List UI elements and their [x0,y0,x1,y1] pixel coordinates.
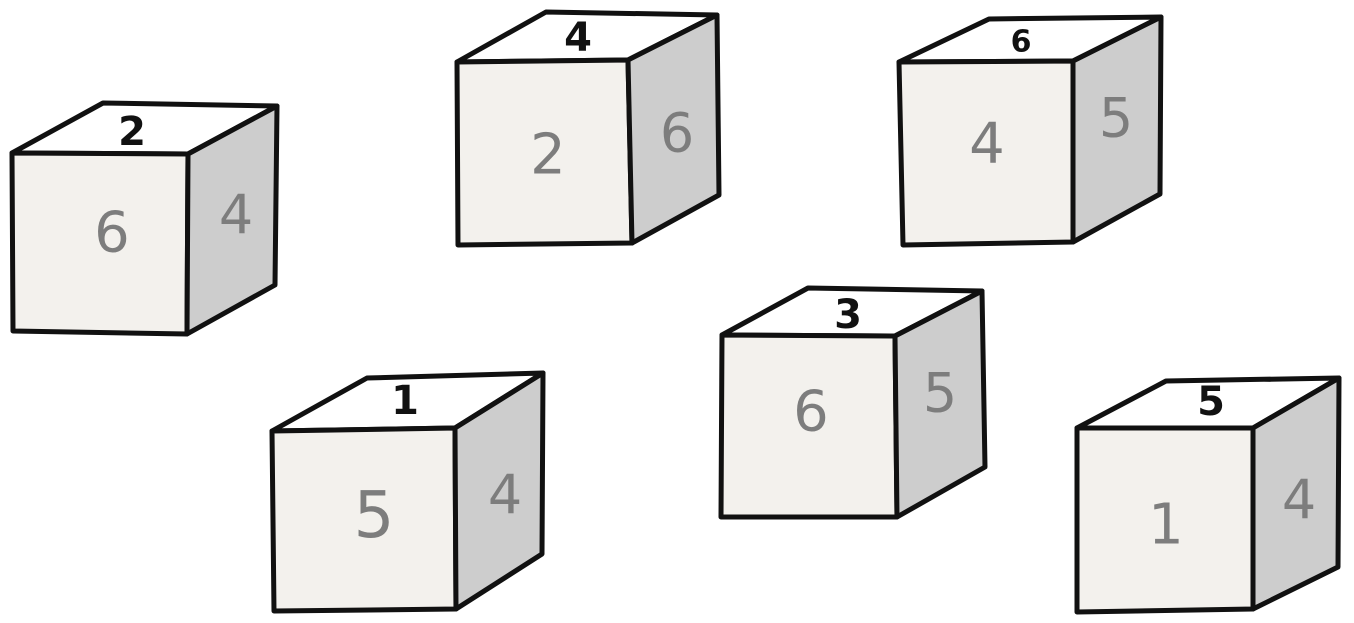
die-1-side-number: 4 [219,184,253,247]
die-4-top-number: 1 [391,378,419,424]
die-3-front-number: 4 [969,112,1005,177]
die-5-side-number: 5 [923,362,957,425]
die-6-front-number: 1 [1148,493,1184,558]
die-2-side-face [625,12,722,246]
die-2-top-number: 4 [564,15,592,61]
die-5-front-number: 6 [793,380,829,445]
die-3: 6 4 5 [896,14,1164,248]
die-1-top-number: 2 [118,109,146,155]
die-1-side-face [184,103,280,337]
die-5-top-number: 3 [834,292,862,338]
die-4-front-number: 5 [354,479,395,553]
die-3-side-number: 5 [1099,87,1133,150]
die-1-front-number: 6 [94,201,130,266]
die-2: 4 2 6 [454,9,722,248]
die-2-side-number: 6 [660,102,694,165]
die-4-side-number: 4 [488,464,522,527]
die-5: 3 6 5 [718,285,988,520]
die-3-side-face [1070,14,1164,245]
die-3-top-number: 6 [1011,25,1032,60]
die-2-front-number: 2 [530,123,566,188]
die-6-side-number: 4 [1282,469,1316,532]
die-6: 5 1 4 [1074,375,1342,615]
die-4-side-face [452,370,546,612]
die-6-side-face [1250,375,1342,612]
die-5-side-face [892,288,988,520]
die-6-top-number: 5 [1197,379,1225,425]
die-4: 1 5 4 [269,370,546,614]
die-1: 2 6 4 [9,100,280,337]
